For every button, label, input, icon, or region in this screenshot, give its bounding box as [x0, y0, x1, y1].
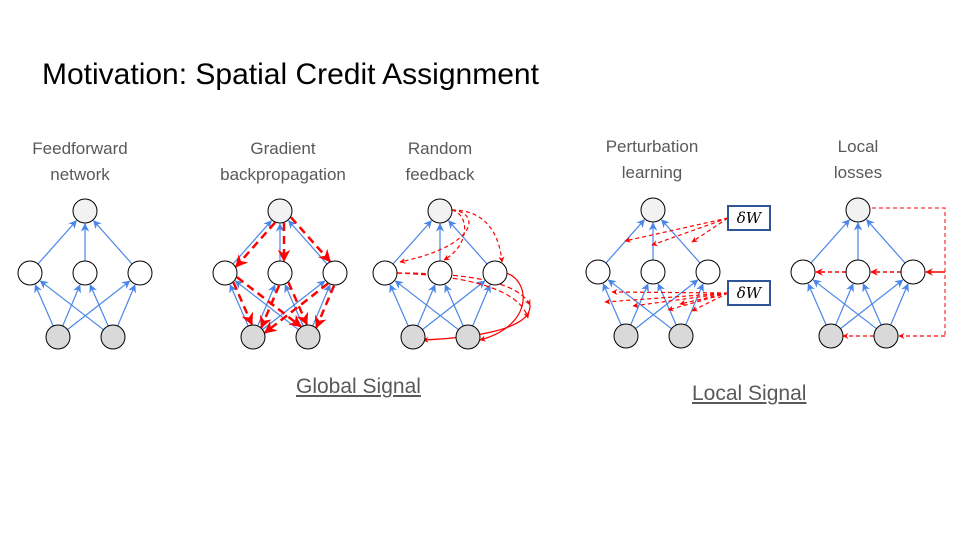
input-node: [100, 324, 126, 350]
forward-edge: [685, 283, 704, 326]
hidden-node: [127, 260, 153, 286]
forward-edge: [232, 220, 272, 265]
forward-edge: [34, 284, 54, 327]
global-signal-label: Global Signal: [296, 375, 421, 398]
delta-w-box-top: [727, 205, 771, 231]
input-node: [400, 324, 426, 350]
hidden-node: [585, 259, 611, 285]
local-loss-line: [872, 207, 946, 336]
forward-edge: [394, 280, 459, 331]
hidden-node: [322, 260, 348, 286]
hidden-node: [267, 260, 293, 286]
hidden-node: [695, 259, 721, 285]
backprop-signal: [314, 285, 336, 329]
delta-w-box-bottom: [727, 280, 771, 306]
hidden-node: [212, 260, 238, 286]
perturbation-signal: [679, 292, 729, 306]
hidden-node: [72, 260, 98, 286]
hidden-node: [372, 260, 398, 286]
output-node: [72, 198, 98, 224]
forward-edge: [93, 220, 133, 265]
output-node: [640, 197, 666, 223]
forward-edge: [389, 284, 409, 327]
forward-edge: [602, 283, 622, 326]
hidden-node: [640, 259, 666, 285]
forward-edge: [392, 220, 432, 265]
hidden-node: [900, 259, 926, 285]
random-feedback-signal: [396, 272, 531, 306]
input-node: [613, 323, 639, 349]
random-feedback-signal: [479, 272, 524, 342]
delta-w-label-top: δW: [737, 209, 763, 227]
hidden-node: [790, 259, 816, 285]
backprop-signal: [263, 282, 329, 334]
hidden-node: [17, 260, 43, 286]
backprop-signal: [232, 281, 254, 326]
forward-edge: [37, 220, 77, 265]
hidden-node: [427, 260, 453, 286]
output-node: [845, 197, 871, 223]
perturbation-signal: [691, 217, 729, 243]
forward-edge: [862, 283, 882, 326]
random-feedback-signal: [396, 272, 530, 319]
input-node: [818, 323, 844, 349]
input-node: [45, 324, 71, 350]
input-node: [240, 324, 266, 350]
backprop-signal: [259, 285, 281, 329]
hidden-node: [845, 259, 871, 285]
hidden-node: [482, 260, 508, 286]
forward-edge: [810, 219, 850, 264]
forward-edge: [812, 279, 877, 330]
perturbation-signal: [604, 292, 729, 305]
perturbation-signal: [624, 217, 729, 243]
forward-edge: [89, 284, 109, 327]
forward-edge: [444, 284, 464, 327]
forward-edge: [472, 284, 491, 327]
backprop-signal: [287, 281, 309, 326]
forward-edge: [607, 279, 672, 330]
random-feedback-signal: [399, 209, 470, 264]
backprop-signal: [290, 216, 331, 263]
backprop-signal: [235, 221, 276, 268]
forward-edge: [39, 280, 104, 331]
output-node: [427, 198, 453, 224]
output-node: [267, 198, 293, 224]
delta-w-label-bottom: δW: [737, 284, 763, 302]
random-feedback-signal: [451, 209, 505, 263]
backprop-signal: [236, 276, 302, 328]
forward-edge: [117, 284, 136, 327]
perturbation-signal: [632, 292, 729, 309]
forward-edge: [661, 219, 701, 264]
input-node: [455, 324, 481, 350]
input-node: [873, 323, 899, 349]
input-node: [295, 324, 321, 350]
forward-edge: [229, 284, 249, 327]
local-signal-label: Local Signal: [692, 382, 807, 405]
forward-edge: [448, 220, 488, 265]
forward-edge: [288, 220, 328, 265]
input-node: [668, 323, 694, 349]
forward-edge: [866, 219, 906, 264]
perturbation-signal: [611, 289, 729, 296]
forward-edge: [890, 283, 909, 326]
forward-edge: [657, 283, 677, 326]
slide-title: Motivation: Spatial Credit Assignment: [42, 58, 539, 91]
forward-edge: [807, 283, 827, 326]
forward-edge: [234, 280, 299, 331]
forward-edge: [312, 284, 331, 327]
